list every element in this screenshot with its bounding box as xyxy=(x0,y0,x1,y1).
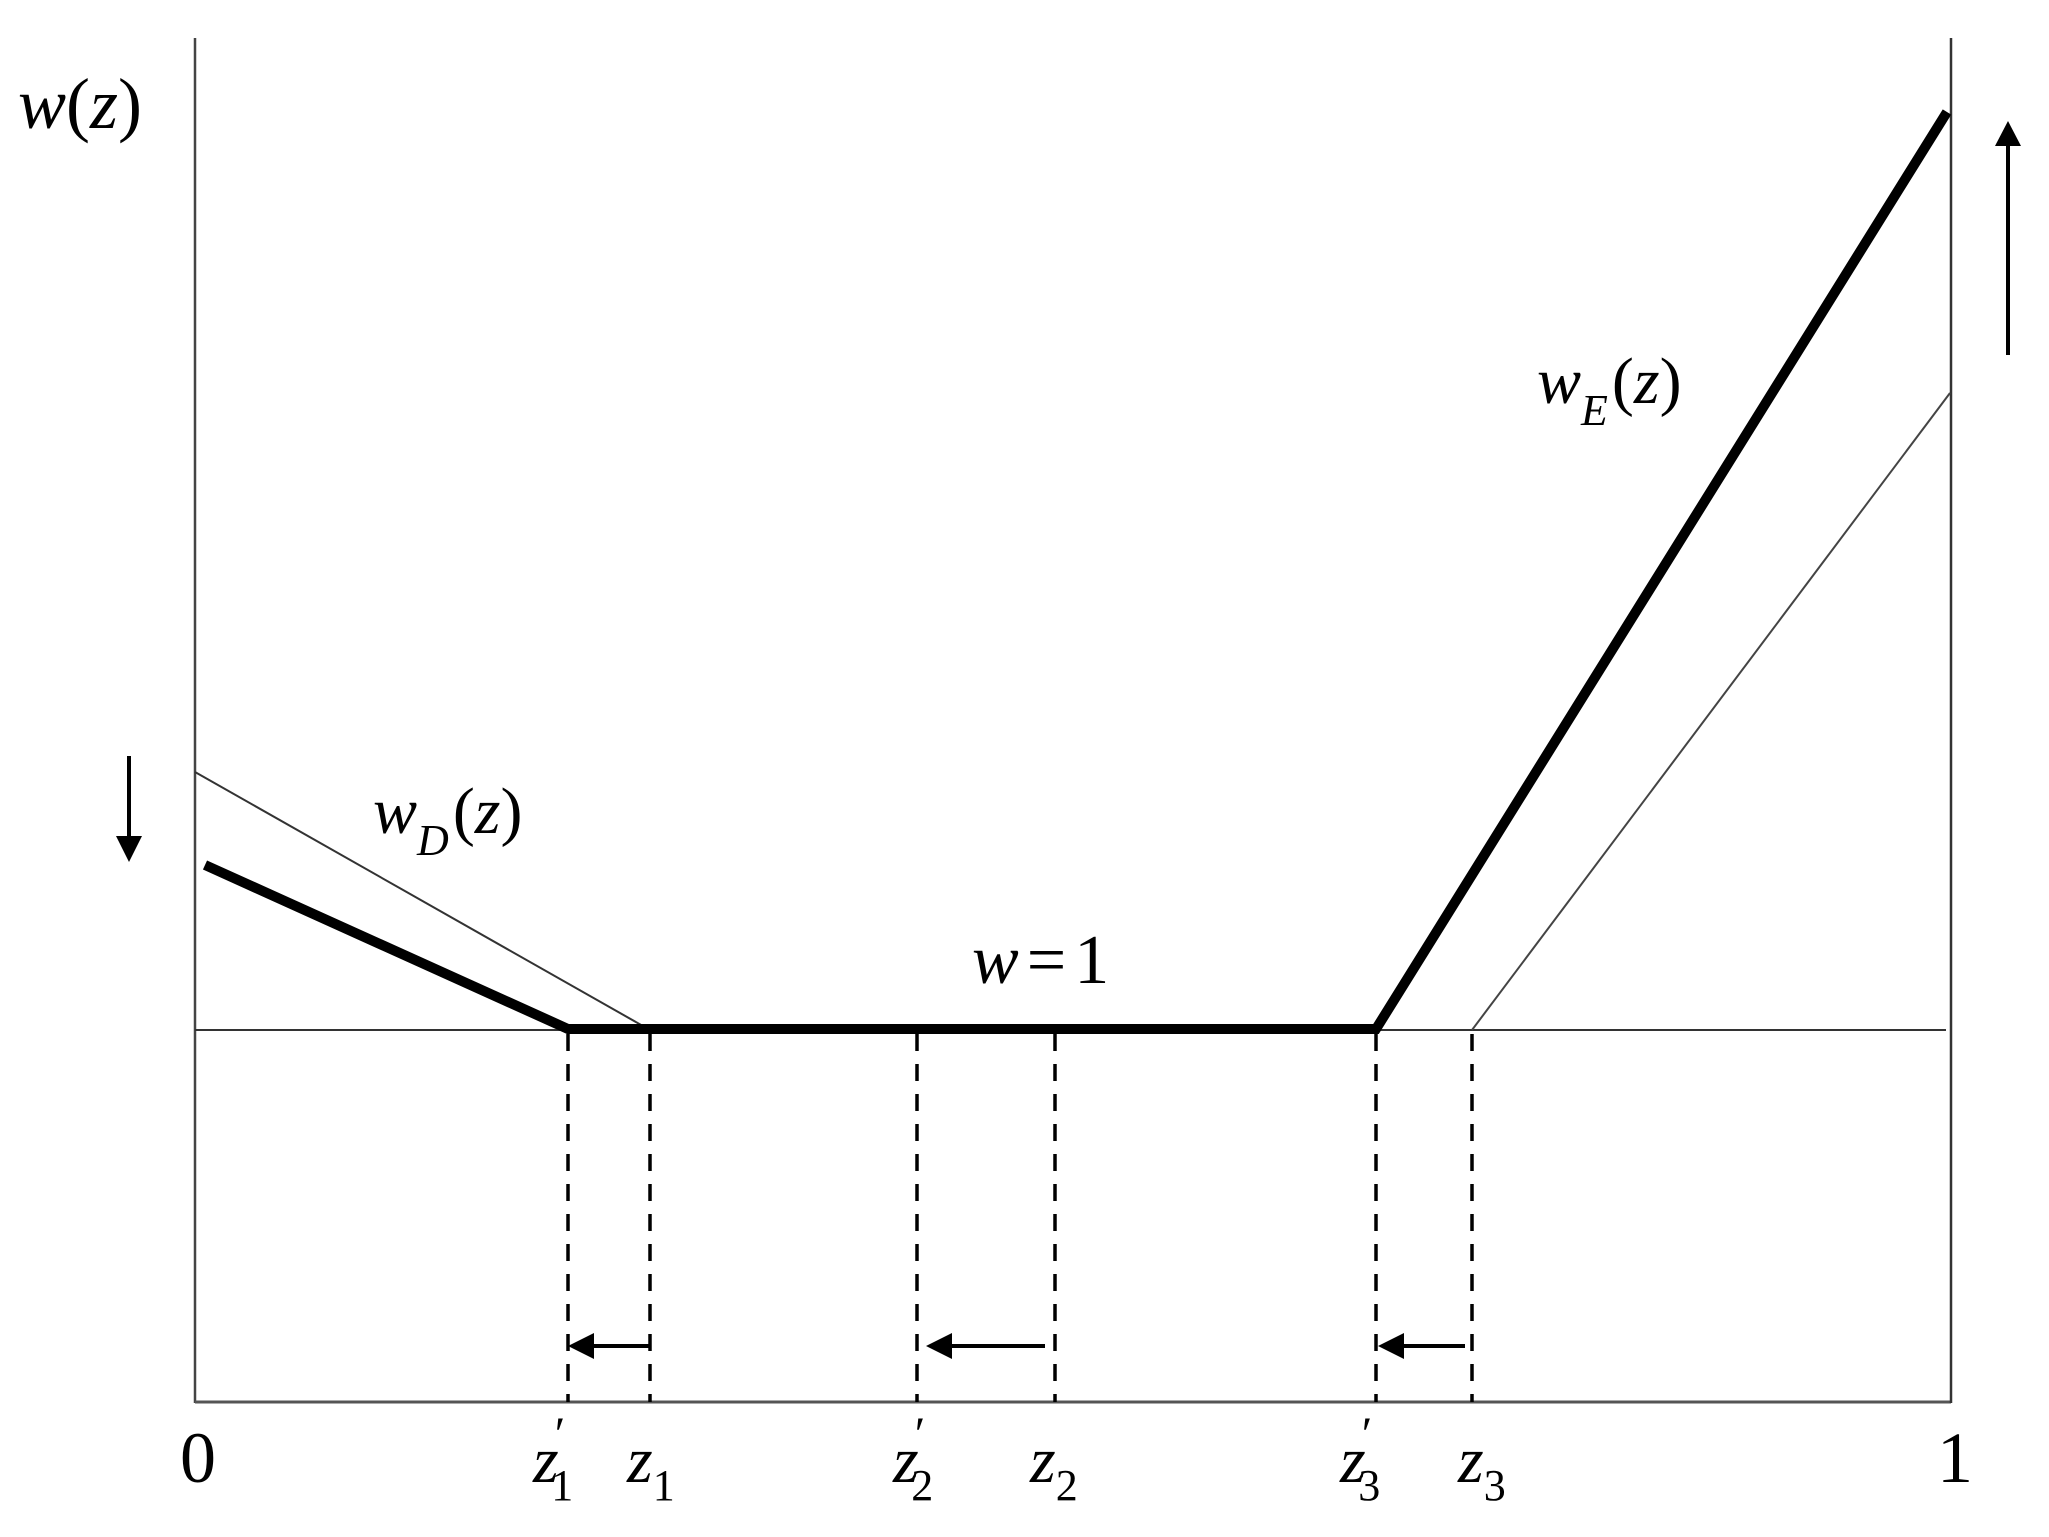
threshold-dashed-lines xyxy=(566,1034,1474,1402)
arrow-up-head-icon xyxy=(1995,121,2021,146)
label-z1: z1 xyxy=(626,1424,675,1510)
y-axis-label: w(z) xyxy=(18,64,142,144)
arrow-left-z2-head-icon xyxy=(926,1333,952,1359)
label-z2-prime: z′2 xyxy=(892,1408,933,1510)
x-axis-max-label: 1 xyxy=(1937,1418,1973,1498)
label-z1-prime: z′1 xyxy=(532,1408,573,1510)
shift-arrows xyxy=(116,121,2021,1359)
label-z2: z2 xyxy=(1029,1424,1078,1510)
label-z3: z3 xyxy=(1457,1424,1506,1510)
flat-segment-label: w=1 xyxy=(972,922,1109,999)
w-shifted-thick-curve xyxy=(202,109,1952,1034)
label-z3-prime: z′3 xyxy=(1339,1408,1380,1510)
x-axis-min-label: 0 xyxy=(180,1418,216,1498)
arrow-down-head-icon xyxy=(116,836,142,862)
wD-original-line xyxy=(194,771,651,1031)
axes xyxy=(193,38,1953,1404)
wE-original-line xyxy=(1471,392,1951,1031)
threshold-labels: z′1 z1 z′2 z2 z′3 z3 xyxy=(532,1408,1506,1510)
arrow-left-z1-head-icon xyxy=(568,1333,594,1359)
wE-label: wE(z) xyxy=(1537,345,1682,435)
wD-label: wD(z) xyxy=(373,775,522,865)
arrow-left-z3-head-icon xyxy=(1378,1333,1404,1359)
